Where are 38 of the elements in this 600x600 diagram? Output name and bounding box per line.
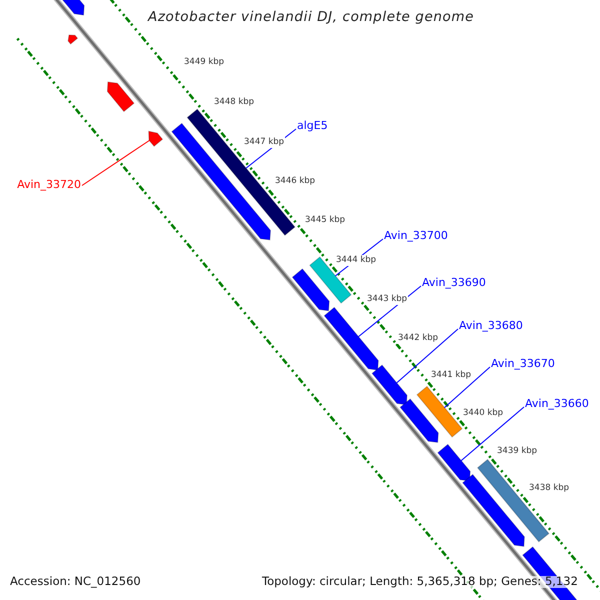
gene-segment <box>371 364 408 406</box>
gene-label: Avin_33700 <box>384 230 448 241</box>
genome-info-text: Topology: circular; Length: 5,365,318 bp; Genes: 5,132 <box>262 576 578 588</box>
accession-text: Accession: NC_012560 <box>10 576 141 588</box>
scale-label: 3448 kbp <box>213 97 256 108</box>
gene-segment <box>292 268 330 312</box>
gene-label: Avin_33680 <box>459 320 523 331</box>
gene-block <box>186 108 296 236</box>
scale-label: 3440 kbp <box>462 408 504 418</box>
gene-segment <box>462 474 525 547</box>
scale-label: 3438 kbp <box>528 483 570 494</box>
gene-label: Avin_33720 <box>17 179 81 190</box>
gene-label: Avin_33670 <box>491 358 555 369</box>
gene-segment <box>324 306 379 371</box>
leader-line <box>396 328 458 384</box>
scale-label: 3441 kbp <box>430 370 472 380</box>
gene-label: Avin_33660 <box>525 398 589 409</box>
scale-label: 3449 kbp <box>183 57 226 68</box>
gene-segment <box>106 81 135 112</box>
gene-segment <box>148 130 164 147</box>
leader-line <box>444 366 490 408</box>
scale-label: 3443 kbp <box>366 294 408 304</box>
gene-segment <box>437 444 471 482</box>
gene-label: algE5 <box>297 120 328 131</box>
scale-label: 3445 kbp <box>304 215 346 226</box>
leader-line <box>82 140 150 186</box>
gene-label: Avin_33690 <box>422 277 486 288</box>
gene-block <box>476 458 550 542</box>
scale-label: 3447 kbp <box>243 137 286 148</box>
scale-label: 3439 kbp <box>496 446 538 456</box>
scale-label: 3442 kbp <box>397 333 440 344</box>
leader-line <box>460 406 524 462</box>
gene-block <box>416 386 463 438</box>
scale-label: 3446 kbp <box>274 176 316 186</box>
gene-segment <box>400 398 439 443</box>
gene-segment <box>68 34 78 45</box>
title: Azotobacter vinelandii DJ, complete genome <box>148 11 474 24</box>
scale-label: 3444 kbp <box>335 255 378 266</box>
